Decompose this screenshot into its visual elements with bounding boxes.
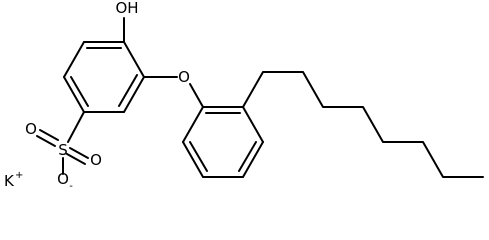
double-bond-inner [238,141,257,172]
bond [242,106,264,143]
counterion-label: K [4,172,15,189]
anionic-oxygen-label: O [57,170,69,188]
bond-s-o-double [66,153,86,165]
sulfonyl-oxygen-1-label: O [25,120,37,138]
bond-c-s [67,111,85,143]
bond [63,41,85,78]
hydroxyl-label: OH [115,0,138,17]
double-bond-inner [118,74,138,107]
bond-s-o-double [36,135,56,147]
bond-s-o-double [39,129,59,141]
bond [123,41,145,78]
bond-ether-right [189,83,204,108]
counterion-charge-label: + [15,170,23,181]
bond [182,141,204,178]
sulfur-label: S [58,141,68,159]
bond [63,76,85,113]
anion-charge-label: - [69,181,73,189]
right-ring [182,106,264,178]
bonds [36,17,484,178]
bond-s-o-double [69,147,89,159]
octyl-chain [242,71,484,178]
bond [182,106,204,143]
ether-oxygen-label: O [178,68,190,86]
structure-drawing: OH O S O O O - K + [4,0,484,192]
molecule-svg: OH O S O O O - K + [4,0,484,192]
double-bond-inner [70,76,89,107]
bond [242,141,264,178]
bond [123,76,145,113]
left-ring [63,41,145,113]
double-bond-inner [189,141,208,172]
atom-labels: OH O S O O O - K + [4,0,190,192]
sulfonyl-oxygen-2-label: O [90,151,102,169]
